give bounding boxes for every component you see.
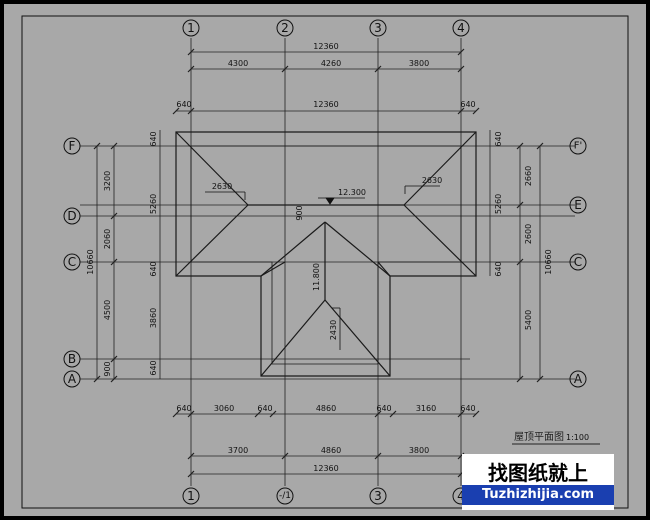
dim-right2-5260: 5260 bbox=[494, 194, 503, 214]
slope-arrows bbox=[205, 185, 440, 350]
note-slope-center: 2430 bbox=[329, 320, 338, 340]
dim-bottom-3060: 3060 bbox=[214, 404, 234, 413]
dim-right-2660: 2660 bbox=[524, 166, 533, 186]
axis-bottom-2: -/1 bbox=[279, 491, 291, 501]
dim-left2-3860: 3860 bbox=[149, 308, 158, 328]
dim-bottom-4860: 4860 bbox=[316, 404, 336, 413]
dim-bottom-total: 12360 bbox=[313, 464, 338, 473]
dim-right2-640b: 640 bbox=[494, 261, 503, 276]
note-slope-right: 2630 bbox=[422, 176, 442, 185]
dim-bottom2-2: 4860 bbox=[321, 446, 341, 455]
axis-top-4: 4 bbox=[457, 21, 465, 35]
dim-bottom2-3: 3800 bbox=[409, 446, 429, 455]
axis-right-a: A bbox=[574, 372, 583, 386]
dim-right2-640a: 640 bbox=[494, 131, 503, 146]
axis-bubbles bbox=[63, 19, 587, 505]
note-elev-mid: 11.800 bbox=[312, 263, 321, 291]
dim-bottom-640d: 640 bbox=[460, 404, 475, 413]
axis-right-c: C bbox=[574, 255, 582, 269]
dim-left2-640b: 640 bbox=[149, 261, 158, 276]
axis-bottom-1: 1 bbox=[187, 489, 195, 503]
dim-left-total: 10660 bbox=[86, 249, 95, 274]
dim-left-4500: 4500 bbox=[103, 300, 112, 320]
drawing-scale: 1:100 bbox=[566, 433, 589, 442]
dim-bottom-3160: 3160 bbox=[416, 404, 436, 413]
axis-left-f: F bbox=[69, 139, 76, 153]
axis-left-d: D bbox=[67, 209, 76, 223]
watermark-logo: 找图纸就上 Tuzhizhijia.com bbox=[462, 454, 614, 510]
dim-eave-total: 12360 bbox=[313, 100, 338, 109]
roof-outline bbox=[175, 131, 477, 377]
dim-eave-left: 640 bbox=[176, 100, 191, 109]
dim-bottom-640b: 640 bbox=[257, 404, 272, 413]
axis-top-1: 1 bbox=[187, 21, 195, 35]
dimension-lines bbox=[93, 48, 544, 478]
axis-right-e: E bbox=[574, 198, 582, 212]
axis-right-f: F' bbox=[574, 141, 583, 152]
axis-left-a: A bbox=[68, 372, 77, 386]
watermark-cn-text: 找图纸就上 bbox=[488, 461, 588, 485]
drawing-title: 屋顶平面图 bbox=[514, 431, 564, 443]
axis-top-3: 3 bbox=[374, 21, 382, 35]
axis-left-c: C bbox=[68, 255, 76, 269]
watermark-url-text: Tuzhizhijia.com bbox=[462, 485, 614, 505]
dimension-texts-horizontal: 12360 4300 4260 3800 640 12360 640 640 3… bbox=[176, 42, 475, 473]
axis-bottom-4: 4 bbox=[457, 489, 465, 503]
dim-top-total: 12360 bbox=[313, 42, 338, 51]
dim-right-2600: 2600 bbox=[524, 224, 533, 244]
dim-bottom-640c: 640 bbox=[376, 404, 391, 413]
dim-top-1: 4300 bbox=[228, 59, 248, 68]
dim-top-2: 4260 bbox=[321, 59, 341, 68]
note-slope-left: 2630 bbox=[212, 182, 232, 191]
dimension-texts-vertical: 10660 3200 2060 4500 900 640 5260 640 38… bbox=[86, 131, 553, 376]
dim-left-900: 900 bbox=[103, 361, 112, 376]
axis-top-2: 2 bbox=[281, 21, 289, 35]
dim-right-total: 10660 bbox=[544, 249, 553, 274]
axis-left-b: B bbox=[68, 352, 76, 366]
dim-left-3200: 3200 bbox=[103, 171, 112, 191]
dim-left2-640a: 640 bbox=[149, 131, 158, 146]
dim-left2-5260: 5260 bbox=[149, 194, 158, 214]
dim-left2-640c: 640 bbox=[149, 360, 158, 375]
dim-bottom-640a: 640 bbox=[176, 404, 191, 413]
dim-bottom2-1: 3700 bbox=[228, 446, 248, 455]
inner-border bbox=[21, 15, 629, 509]
dim-right-5400: 5400 bbox=[524, 310, 533, 330]
dim-top-3: 3800 bbox=[409, 59, 429, 68]
dim-left-2060: 2060 bbox=[103, 229, 112, 249]
dim-eave-right: 640 bbox=[460, 100, 475, 109]
note-gap-900: 900 bbox=[295, 205, 304, 220]
axis-bottom-3: 3 bbox=[374, 489, 382, 503]
note-elev-top: 12.300 bbox=[338, 188, 366, 197]
axis-labels: 1 2 3 4 1 -/1 3 4 F D C B A F' E C A bbox=[67, 21, 583, 503]
